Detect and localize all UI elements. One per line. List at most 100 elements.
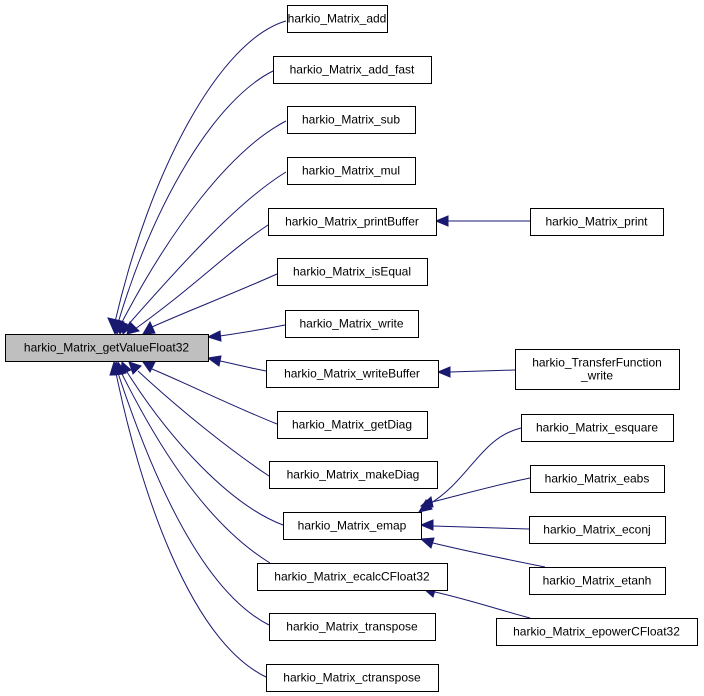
- node-label: harkio_Matrix_getDiag: [292, 418, 412, 432]
- nodes-layer: harkio_Matrix_getValueFloat32 harkio_Matr…: [5, 5, 698, 692]
- node-label: harkio_Matrix_emap: [298, 519, 407, 533]
- node-box[interactable]: [287, 5, 388, 33]
- edge-line: [114, 20, 287, 323]
- node-box[interactable]: [266, 664, 439, 692]
- node-box[interactable]: [268, 208, 437, 236]
- edge-line: [134, 224, 269, 330]
- node-ecalcCFloat32[interactable]: harkio_Matrix_ecalcCFloat32: [257, 563, 448, 591]
- node-epowerCFloat32[interactable]: harkio_Matrix_epowerCFloat32: [496, 618, 698, 646]
- edge-eabs-to-emap: [419, 477, 531, 508]
- node-getValueFloat32[interactable]: harkio_Matrix_getValueFloat32: [5, 334, 209, 362]
- node-box[interactable]: [5, 334, 209, 362]
- node-sub[interactable]: harkio_Matrix_sub: [287, 106, 416, 134]
- edge-line: [126, 371, 284, 526]
- node-isEqual[interactable]: harkio_Matrix_isEqual: [277, 258, 428, 286]
- node-mul[interactable]: harkio_Matrix_mul: [287, 157, 416, 185]
- edge-line: [434, 591, 531, 619]
- node-label: harkio_Matrix_mul: [302, 164, 400, 178]
- node-label-line: _write: [580, 369, 613, 383]
- node-getDiag[interactable]: harkio_Matrix_getDiag: [277, 411, 428, 439]
- node-box[interactable]: [277, 411, 428, 439]
- edge-line: [126, 171, 287, 327]
- edge-sub-to-getValueFloat32: [113, 120, 287, 336]
- node-box[interactable]: [530, 208, 664, 236]
- node-label: harkio_Matrix_esquare: [536, 421, 658, 435]
- node-writeBuffer[interactable]: harkio_Matrix_writeBuffer: [266, 360, 439, 388]
- node-label: harkio_Matrix_writeBuffer: [284, 367, 420, 381]
- node-eabs[interactable]: harkio_Matrix_eabs: [530, 465, 665, 493]
- node-box[interactable]: [496, 618, 698, 646]
- node-box[interactable]: [266, 360, 439, 388]
- edge-writeBuffer-to-getValueFloat32: [206, 355, 267, 372]
- node-box[interactable]: [273, 56, 432, 84]
- arrowhead-icon: [436, 366, 451, 378]
- node-box[interactable]: [530, 465, 665, 493]
- node-label: harkio_Matrix_etanh: [543, 574, 652, 588]
- node-label: harkio_Matrix_sub: [302, 113, 400, 127]
- node-label: harkio_Matrix_eabs: [545, 472, 650, 486]
- node-write[interactable]: harkio_Matrix_write: [285, 310, 419, 338]
- edge-line: [115, 372, 267, 678]
- edge-line: [431, 477, 531, 503]
- arrowhead-icon: [206, 355, 222, 367]
- node-box[interactable]: [285, 310, 419, 338]
- node-transpose[interactable]: harkio_Matrix_transpose: [269, 613, 436, 641]
- node-label: harkio_Matrix_add: [288, 12, 387, 26]
- node-ctranspose[interactable]: harkio_Matrix_ctranspose: [266, 664, 439, 692]
- node-makeDiag[interactable]: harkio_Matrix_makeDiag: [269, 461, 438, 489]
- edge-line: [120, 371, 271, 564]
- node-box[interactable]: [257, 563, 448, 591]
- node-label: harkio_Matrix_makeDiag: [287, 468, 420, 482]
- node-box[interactable]: [283, 512, 422, 540]
- node-label: harkio_Matrix_write: [299, 317, 403, 331]
- node-box[interactable]: [269, 613, 436, 641]
- arrowhead-icon: [434, 215, 449, 227]
- node-add_fast[interactable]: harkio_Matrix_add_fast: [273, 56, 432, 84]
- node-label: harkio_Matrix_epowerCFloat32: [513, 625, 680, 639]
- node-label: harkio_TransferFunction_write: [532, 356, 662, 383]
- edge-line: [117, 372, 270, 626]
- node-esquare[interactable]: harkio_Matrix_esquare: [521, 414, 674, 442]
- node-label: harkio_Matrix_econj: [543, 523, 650, 537]
- edge-line: [219, 360, 267, 372]
- edge-line: [432, 542, 546, 568]
- edge-transpose-to-getValueFloat32: [111, 360, 270, 626]
- node-box[interactable]: [287, 157, 416, 185]
- node-box[interactable]: [287, 106, 416, 134]
- node-box[interactable]: [515, 349, 680, 390]
- arrowhead-icon: [419, 519, 434, 531]
- edge-line: [427, 427, 522, 506]
- arrowhead-icon: [119, 320, 132, 335]
- edge-ctranspose-to-getValueFloat32: [109, 360, 267, 678]
- edge-epowerCFloat32-to-ecalcCFloat32: [421, 586, 531, 619]
- edge-print-to-printBuffer: [434, 215, 530, 227]
- edge-add-to-getValueFloat32: [107, 20, 287, 336]
- node-label: harkio_Matrix_getValueFloat32: [24, 341, 190, 355]
- node-printBuffer[interactable]: harkio_Matrix_printBuffer: [268, 208, 437, 236]
- arrowhead-icon: [419, 496, 434, 508]
- edge-line: [120, 120, 287, 325]
- node-box[interactable]: [521, 414, 674, 442]
- edge-line: [151, 368, 278, 425]
- node-etanh[interactable]: harkio_Matrix_etanh: [529, 567, 666, 595]
- node-box[interactable]: [529, 567, 666, 595]
- edge-line: [151, 273, 278, 328]
- edge-printBuffer-to-getValueFloat32: [126, 224, 269, 335]
- node-econj[interactable]: harkio_Matrix_econj: [529, 516, 666, 544]
- edge-getDiag-to-getValueFloat32: [142, 361, 278, 425]
- node-add[interactable]: harkio_Matrix_add: [287, 5, 388, 33]
- node-tf_write[interactable]: harkio_TransferFunction_write: [515, 349, 680, 390]
- node-box[interactable]: [277, 258, 428, 286]
- node-emap[interactable]: harkio_Matrix_emap: [283, 512, 422, 540]
- edge-line: [137, 370, 270, 477]
- node-box[interactable]: [269, 461, 438, 489]
- arrowhead-icon: [128, 361, 142, 375]
- node-box[interactable]: [529, 516, 666, 544]
- node-label: harkio_Matrix_ecalcCFloat32: [274, 570, 430, 584]
- node-label: harkio_Matrix_print: [545, 215, 648, 229]
- edge-makeDiag-to-getValueFloat32: [128, 361, 270, 477]
- edge-write-to-getValueFloat32: [206, 324, 286, 342]
- edge-line: [449, 369, 516, 373]
- node-print[interactable]: harkio_Matrix_print: [530, 208, 664, 236]
